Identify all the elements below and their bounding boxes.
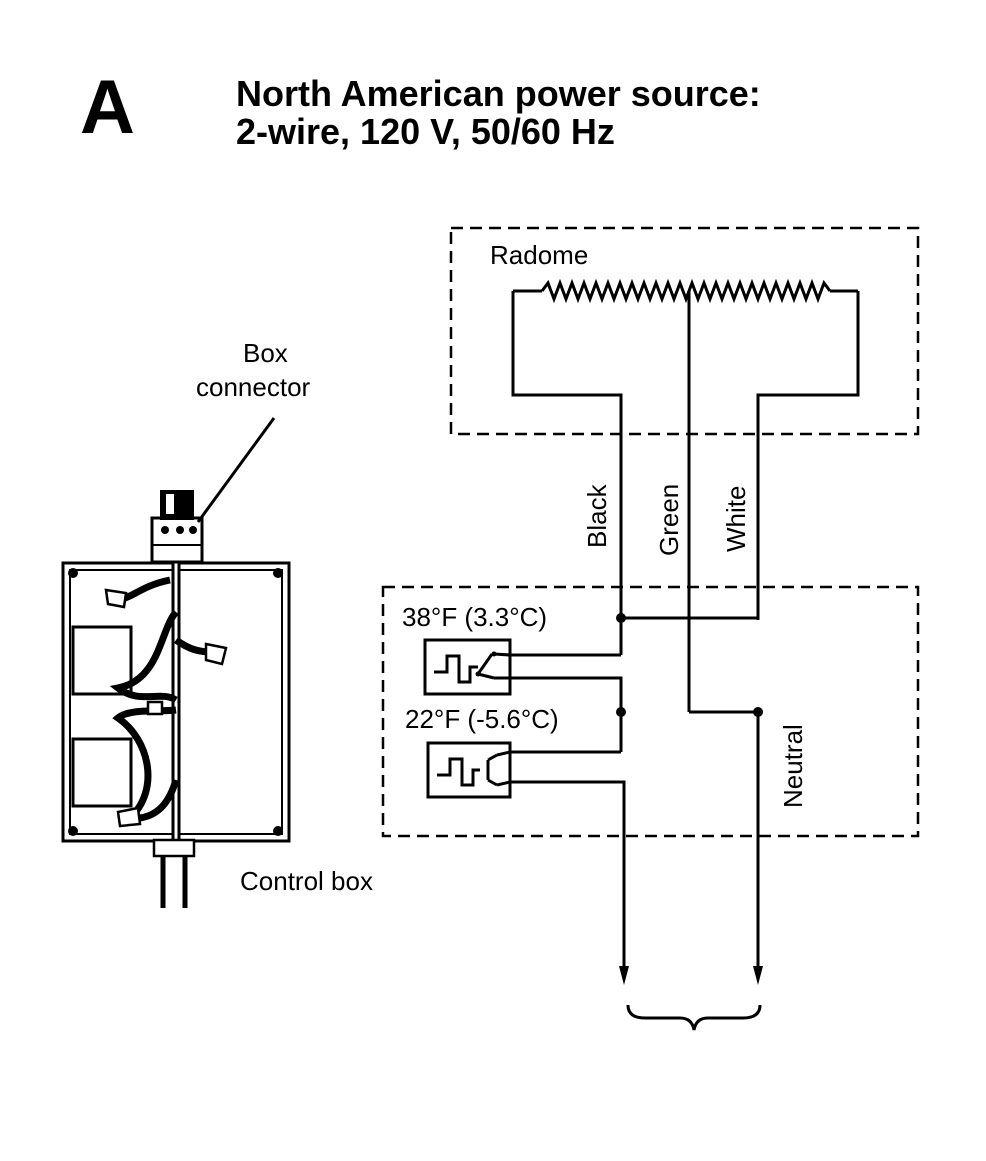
junction-dot	[753, 707, 763, 717]
figure-letter: A	[80, 65, 135, 150]
thermostat-switch-icon	[423, 638, 512, 696]
control-box-label: Control box	[240, 866, 373, 896]
box-connector-label-line1: Box	[243, 338, 288, 368]
junction-dot	[616, 613, 626, 623]
wire-label-green: Green	[654, 484, 684, 556]
box-connector-label-line2: connector	[196, 372, 311, 402]
control-box-icon	[61, 490, 291, 908]
wire-end-arrow	[619, 966, 629, 985]
thermostat-high-label: 38°F (3.3°C)	[402, 602, 547, 632]
radome-boundary	[449, 226, 920, 436]
thermostat-low-label: 22°F (-5.6°C)	[405, 704, 559, 734]
thermostat-switch-icon	[426, 741, 512, 799]
figure-title-line2: 2-wire, 120 V, 50/60 Hz	[236, 111, 615, 152]
control-wiring	[510, 616, 760, 975]
power-source-brace	[626, 1004, 762, 1031]
box-connector-leader	[196, 417, 276, 523]
radome-label: Radome	[490, 240, 588, 270]
junction-dot	[616, 707, 626, 717]
heater-element-icon	[513, 278, 858, 304]
wire-label-white: White	[721, 486, 751, 552]
radome-wiring	[511, 291, 860, 712]
control-box-boundary	[381, 585, 920, 838]
neutral-label: Neutral	[778, 724, 808, 808]
wire-end-arrow	[753, 966, 763, 985]
figure-title-line1: North American power source:	[236, 73, 761, 114]
wire-label-black: Black	[582, 483, 612, 548]
